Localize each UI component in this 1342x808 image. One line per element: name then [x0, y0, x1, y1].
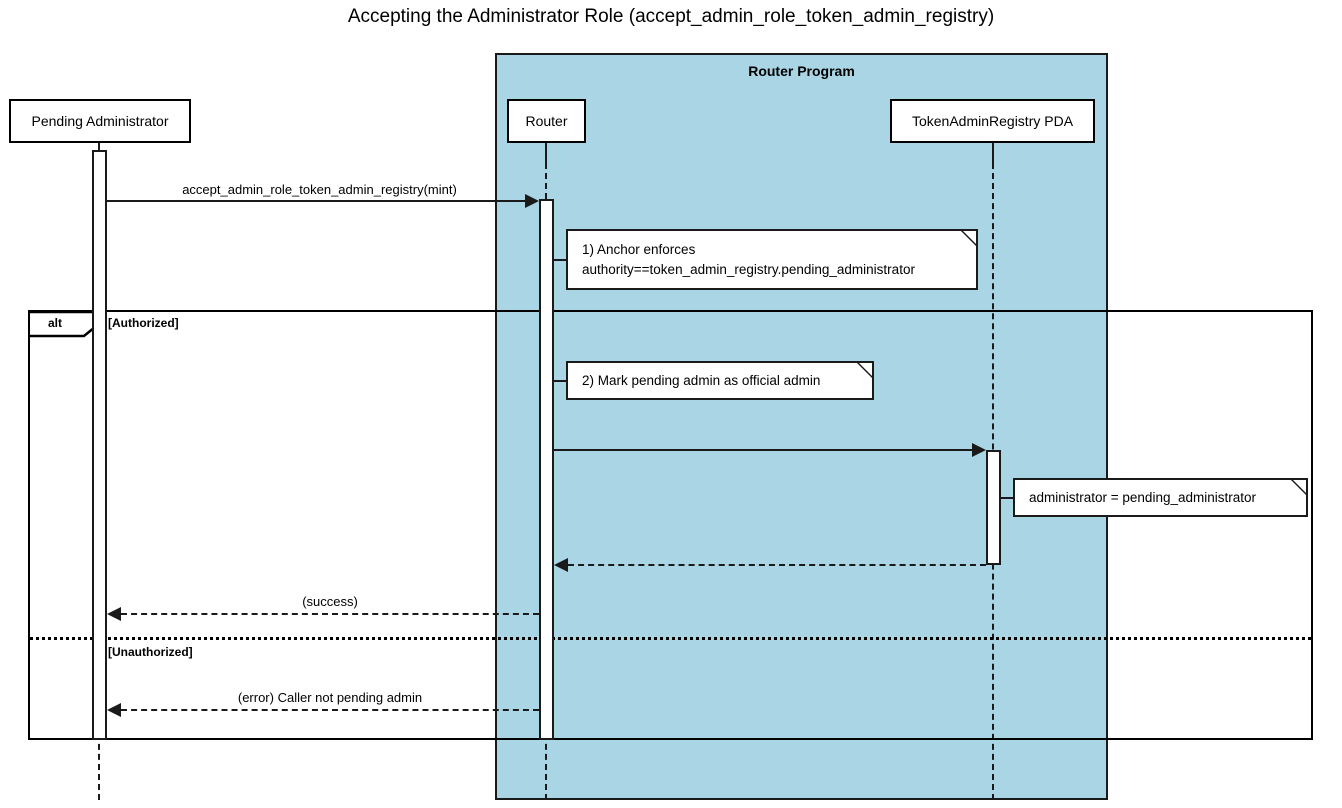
- lifeline-stub-pending-administrator: [98, 143, 100, 152]
- alt-fragment-operator: alt: [48, 316, 63, 330]
- group-router-program: Router Program: [495, 53, 1108, 800]
- lifeline-stub-router: [545, 143, 547, 165]
- note-anchor-enforces-text: 1) Anchor enforces authority==token_admi…: [582, 242, 915, 277]
- alt-operand-divider: [30, 637, 1311, 640]
- note-anchor-enforces: 1) Anchor enforces authority==token_admi…: [566, 229, 978, 290]
- alt-fragment: [28, 310, 1313, 740]
- message-success-line: [121, 613, 539, 615]
- alt-fragment-tab: [30, 312, 100, 334]
- participant-pending-administrator-label: Pending Administrator: [31, 113, 169, 129]
- message-update-registry-arrowhead: [972, 443, 986, 457]
- participant-router[interactable]: Router: [507, 99, 586, 143]
- lifeline-stub-token-admin-registry-pda: [992, 143, 994, 165]
- participant-pending-administrator[interactable]: Pending Administrator: [9, 99, 191, 143]
- message-update-registry-line: [554, 449, 979, 451]
- message-error-not-pending-admin-label: (error) Caller not pending admin: [237, 690, 423, 705]
- message-registry-return-line: [568, 564, 986, 566]
- message-accept-admin-role-line: [107, 200, 532, 202]
- note-mark-pending-admin: 2) Mark pending admin as official admin: [566, 361, 874, 400]
- activation-token-admin-registry-pda: [986, 450, 1001, 565]
- note-anchor-enforces-connector: [554, 259, 568, 261]
- diagram-title: Accepting the Administrator Role (accept…: [347, 6, 995, 27]
- note-administrator-assignment-text: administrator = pending_administrator: [1029, 489, 1256, 505]
- alt-operand-guard-authorized: [Authorized]: [108, 316, 179, 330]
- activation-router: [539, 199, 554, 740]
- note-mark-pending-admin-connector: [554, 380, 568, 382]
- group-router-program-label: Router Program: [748, 63, 855, 79]
- message-success-label: (success): [302, 594, 358, 609]
- note-fold-inner-icon: [963, 231, 976, 244]
- message-error-not-pending-admin-arrowhead: [107, 703, 121, 717]
- message-success-arrowhead: [107, 607, 121, 621]
- message-error-not-pending-admin-line: [121, 709, 539, 711]
- message-accept-admin-role-label: accept_admin_role_token_admin_registry(m…: [182, 182, 457, 197]
- note-mark-pending-admin-text: 2) Mark pending admin as official admin: [582, 372, 821, 388]
- note-administrator-assignment-connector: [1001, 497, 1015, 499]
- note-administrator-assignment: administrator = pending_administrator: [1013, 478, 1308, 517]
- message-registry-return-arrowhead: [554, 558, 568, 572]
- message-accept-admin-role-arrowhead: [525, 194, 539, 208]
- alt-operand-guard-unauthorized: [Unauthorized]: [108, 645, 193, 659]
- note-fold-inner-icon: [859, 363, 872, 376]
- participant-router-label: Router: [525, 113, 568, 129]
- participant-token-admin-registry-pda[interactable]: TokenAdminRegistry PDA: [890, 99, 1095, 143]
- participant-token-admin-registry-pda-label: TokenAdminRegistry PDA: [911, 113, 1074, 129]
- activation-pending-administrator: [92, 150, 107, 740]
- note-fold-inner-icon: [1293, 480, 1306, 493]
